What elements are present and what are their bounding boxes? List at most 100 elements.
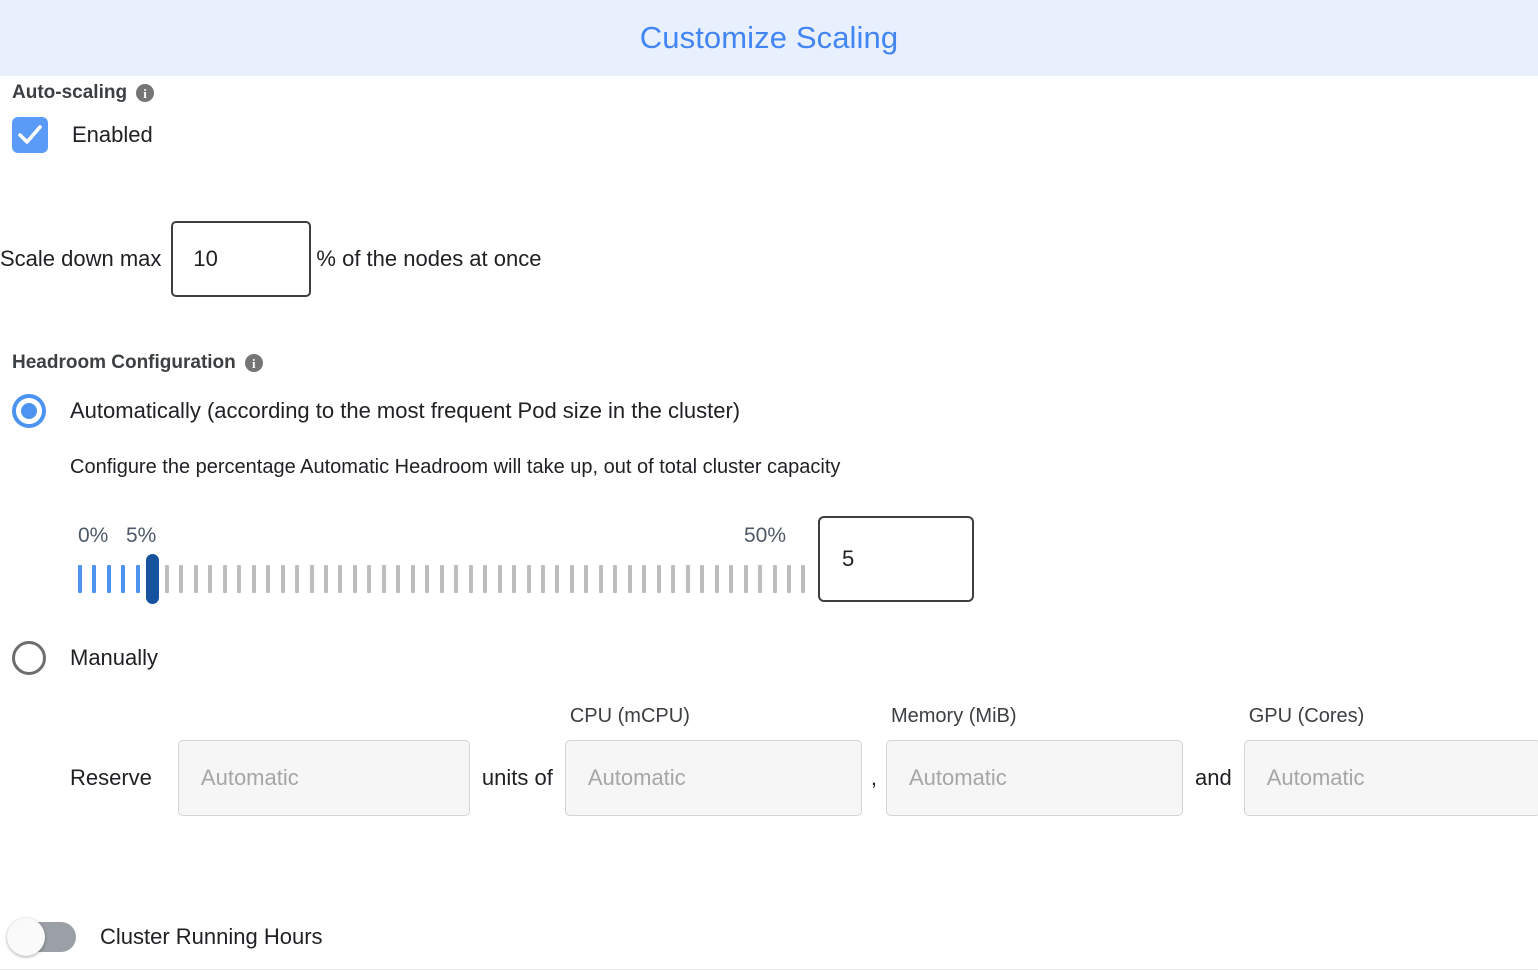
slider-tick xyxy=(627,565,632,593)
slider-tick xyxy=(613,565,618,593)
slider-tick xyxy=(758,565,763,593)
units-of-label: units of xyxy=(481,765,553,790)
radio-manually[interactable] xyxy=(12,641,46,675)
slider-tick xyxy=(772,565,777,593)
scale-down-max-input[interactable] xyxy=(171,221,312,297)
slider-handle[interactable] xyxy=(146,554,160,604)
slider-tick xyxy=(729,565,734,593)
slider-tick xyxy=(656,565,661,593)
enabled-checkbox[interactable] xyxy=(12,117,48,153)
slider-max-label: 50% xyxy=(744,524,787,547)
toggle-knob xyxy=(7,918,45,956)
slider-tick xyxy=(121,565,126,593)
slider-tick xyxy=(569,565,574,593)
radio-automatic-helper-text: Configure the percentage Automatic Headr… xyxy=(70,456,841,478)
scale-down-max-label: Scale down max xyxy=(0,246,162,271)
enabled-checkbox-label: Enabled xyxy=(72,122,153,147)
slider-tick xyxy=(439,565,444,593)
slider-tick xyxy=(555,565,560,593)
radio-automatic-label: Automatically (according to the most fre… xyxy=(70,398,741,423)
check-icon xyxy=(18,125,42,144)
slider-tick xyxy=(598,565,603,593)
slider-tick xyxy=(193,565,198,593)
slider-tick xyxy=(78,565,82,593)
slider-tick xyxy=(454,565,459,593)
slider-tick xyxy=(425,565,430,593)
slider-tick xyxy=(786,565,791,593)
slider-tick xyxy=(179,565,184,593)
slider-tick xyxy=(106,565,111,593)
slider-tick xyxy=(410,565,415,593)
headroom-percentage-input[interactable] xyxy=(818,516,974,602)
auto-scaling-enabled-row[interactable]: Enabled xyxy=(12,117,153,153)
reserve-units-field-group xyxy=(177,740,470,816)
info-icon[interactable]: i xyxy=(244,354,263,372)
memory-field-group: Memory (MiB) xyxy=(885,705,1183,816)
scale-down-max-row: Scale down max % of the nodes at once xyxy=(0,221,541,297)
slider-tick xyxy=(584,565,589,593)
slider-tick xyxy=(671,565,676,593)
slider-current-label: 5% xyxy=(126,524,157,547)
slider-tick xyxy=(280,565,285,593)
cluster-running-hours-toggle[interactable] xyxy=(7,918,76,956)
reserve-units-input[interactable] xyxy=(177,740,470,816)
slider-tick xyxy=(714,565,719,593)
slider-tick xyxy=(92,565,97,593)
slider-min-label: 0% xyxy=(78,524,109,547)
slider-tick xyxy=(367,565,372,593)
memory-field-label: Memory (MiB) xyxy=(890,705,1017,727)
slider-tick xyxy=(266,565,271,593)
slider-tick xyxy=(381,565,386,593)
auto-scaling-heading-label: Auto-scaling xyxy=(12,82,128,103)
manual-reserve-row: Reserve units of CPU (mCPU) , Memory (Mi… xyxy=(70,705,1538,816)
slider-tick xyxy=(295,565,300,593)
gpu-field-label: GPU (Cores) xyxy=(1248,705,1365,727)
slider-tick xyxy=(237,565,242,593)
slider-tick xyxy=(541,565,545,593)
cluster-running-hours-label: Cluster Running Hours xyxy=(100,924,323,949)
slider-tick xyxy=(801,565,806,593)
gpu-field-group: GPU (Cores) xyxy=(1243,705,1538,816)
slider-tick xyxy=(512,565,517,593)
slider-tick xyxy=(135,565,140,593)
slider-track[interactable] xyxy=(78,554,806,604)
cpu-input[interactable] xyxy=(564,740,862,816)
slider-tick xyxy=(743,565,748,593)
slider-tick xyxy=(483,565,488,593)
reserve-label: Reserve xyxy=(70,765,152,790)
dialog-body: Auto-scaling i Enabled Scale down max % … xyxy=(0,76,1538,970)
slider-tick xyxy=(396,565,401,593)
slider-tick xyxy=(700,565,705,593)
radio-option-manually[interactable]: Manually xyxy=(12,641,158,675)
radio-manually-label: Manually xyxy=(70,645,159,670)
page-title: Customize Scaling xyxy=(639,20,899,55)
scale-down-max-suffix: % of the nodes at once xyxy=(316,246,542,271)
slider-tick xyxy=(352,565,357,593)
cpu-field-label: CPU (mCPU) xyxy=(569,705,690,727)
slider-tick xyxy=(222,565,227,593)
slider-tick xyxy=(251,565,256,593)
slider-tick xyxy=(208,565,213,593)
slider-tick xyxy=(526,565,531,593)
slider-tick xyxy=(468,565,473,593)
dialog-header: Customize Scaling xyxy=(0,0,1538,76)
slider-tick xyxy=(338,565,343,593)
info-icon[interactable]: i xyxy=(136,84,155,102)
gpu-input[interactable] xyxy=(1243,740,1538,816)
slider-tick xyxy=(642,565,647,593)
slider-tick xyxy=(497,565,502,593)
slider-tick xyxy=(685,565,690,593)
slider-tick xyxy=(164,565,169,593)
slider-tick xyxy=(309,565,314,593)
headroom-heading-label: Headroom Configuration xyxy=(12,352,236,373)
cluster-running-hours-row[interactable]: Cluster Running Hours xyxy=(7,918,323,956)
memory-input[interactable] xyxy=(885,740,1183,816)
slider-tick xyxy=(323,565,328,593)
cpu-field-group: CPU (mCPU) xyxy=(564,705,862,816)
headroom-configuration-heading: Headroom Configuration i xyxy=(12,352,263,374)
and-label: and xyxy=(1194,765,1232,790)
auto-scaling-section-heading: Auto-scaling i xyxy=(12,82,155,104)
radio-automatic[interactable] xyxy=(12,394,46,428)
radio-option-automatic[interactable]: Automatically (according to the most fre… xyxy=(12,394,740,428)
comma-separator: , xyxy=(870,765,877,790)
